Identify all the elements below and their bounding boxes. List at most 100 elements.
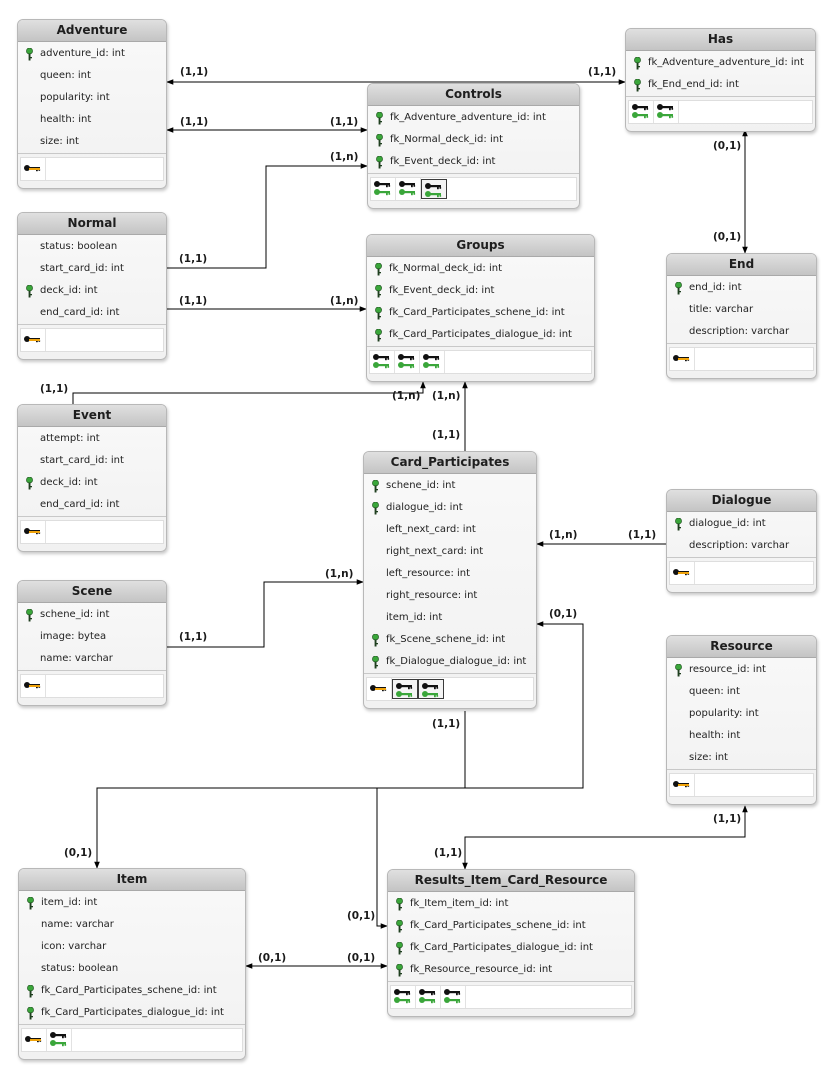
attribute-row[interactable]: fk_Card_Participates_dialogue_id: int — [19, 1002, 245, 1024]
attribute-row[interactable]: fk_Card_Participates_dialogue_id: int — [367, 324, 594, 346]
attribute-row[interactable]: fk_Normal_deck_id: int — [367, 258, 594, 280]
attribute-row[interactable]: start_card_id: int — [18, 258, 166, 280]
attribute-row[interactable]: description: varchar — [667, 321, 816, 343]
foreign-key-icon[interactable] — [371, 178, 396, 200]
foreign-key-icon[interactable] — [441, 986, 466, 1008]
cardinality-label: (1,1) — [40, 383, 69, 395]
attribute-row[interactable]: image: bytea — [18, 626, 166, 648]
attribute-row[interactable]: left_resource: int — [364, 563, 536, 585]
attribute-row[interactable]: icon: varchar — [19, 936, 245, 958]
foreign-key-icon-selected[interactable] — [392, 679, 418, 699]
attribute-row[interactable]: deck_id: int — [18, 472, 166, 494]
primary-key-icon[interactable] — [670, 774, 695, 796]
primary-key-icon[interactable] — [21, 158, 46, 180]
foreign-key-icon[interactable] — [416, 986, 441, 1008]
primary-key-icon[interactable] — [21, 329, 46, 351]
foreign-key-icon-selected[interactable] — [418, 679, 444, 699]
primary-key-icon[interactable] — [21, 675, 46, 697]
attribute-row[interactable]: fk_Event_deck_id: int — [367, 280, 594, 302]
attribute-row[interactable]: queen: int — [667, 681, 816, 703]
attribute-row[interactable]: dialogue_id: int — [667, 513, 816, 535]
attribute-row[interactable]: right_next_card: int — [364, 541, 536, 563]
attribute-row[interactable]: fk_Card_Participates_dialogue_id: int — [388, 937, 634, 959]
attribute-row[interactable]: fk_Adventure_adventure_id: int — [368, 107, 579, 129]
cardinality-label: (1,1) — [713, 813, 742, 825]
foreign-key-icon[interactable] — [391, 986, 416, 1008]
attribute-row[interactable]: resource_id: int — [667, 659, 816, 681]
attribute-row[interactable]: right_resource: int — [364, 585, 536, 607]
attribute-row[interactable]: fk_End_end_id: int — [626, 74, 815, 96]
attribute-row[interactable]: queen: int — [18, 65, 166, 87]
primary-key-icon[interactable] — [670, 562, 695, 584]
attribute-row[interactable]: fk_Card_Participates_schene_id: int — [19, 980, 245, 1002]
primary-key-icon[interactable] — [21, 521, 46, 543]
key-icon-bar — [669, 773, 814, 797]
attribute-row[interactable]: attempt: int — [18, 428, 166, 450]
foreign-key-icon[interactable] — [370, 351, 395, 373]
foreign-key-icon[interactable] — [396, 178, 421, 200]
foreign-key-icon[interactable] — [629, 101, 654, 123]
foreign-key-icon[interactable] — [395, 351, 420, 373]
attribute-row[interactable]: deck_id: int — [18, 280, 166, 302]
attribute-row[interactable]: size: int — [667, 747, 816, 769]
attribute-row[interactable]: end_card_id: int — [18, 302, 166, 324]
attribute-text: popularity: int — [40, 92, 110, 103]
attribute-text: end_card_id: int — [40, 499, 120, 510]
foreign-key-icon[interactable] — [654, 101, 679, 123]
attribute-text: fk_Event_deck_id: int — [390, 156, 496, 167]
attribute-row[interactable]: item_id: int — [364, 607, 536, 629]
attribute-row[interactable]: fk_Scene_schene_id: int — [364, 629, 536, 651]
attribute-row[interactable]: status: boolean — [18, 236, 166, 258]
cardinality-label: (1,1) — [434, 847, 463, 859]
attribute-row[interactable]: size: int — [18, 131, 166, 153]
attribute-row[interactable]: fk_Dialogue_dialogue_id: int — [364, 651, 536, 673]
attribute-row[interactable]: fk_Event_deck_id: int — [368, 151, 579, 173]
attribute-row[interactable]: start_card_id: int — [18, 450, 166, 472]
primary-key-icon[interactable] — [22, 1029, 47, 1051]
attribute-row[interactable]: fk_Card_Participates_schene_id: int — [367, 302, 594, 324]
primary-key-icon[interactable] — [670, 348, 695, 370]
foreign-key-icon[interactable] — [47, 1029, 72, 1051]
primary-key-icon[interactable] — [367, 678, 392, 700]
attribute-row[interactable]: left_next_card: int — [364, 519, 536, 541]
attribute-row[interactable]: fk_Resource_resource_id: int — [388, 959, 634, 981]
foreign-key-icon-selected[interactable] — [421, 179, 447, 199]
attribute-row[interactable]: item_id: int — [19, 892, 245, 914]
attribute-row[interactable]: name: varchar — [18, 648, 166, 670]
attribute-row[interactable]: status: boolean — [19, 958, 245, 980]
attribute-row[interactable]: fk_Normal_deck_id: int — [368, 129, 579, 151]
attribute-row[interactable]: fk_Card_Participates_schene_id: int — [388, 915, 634, 937]
attribute-row[interactable]: schene_id: int — [364, 475, 536, 497]
attribute-row[interactable]: title: varchar — [667, 299, 816, 321]
attribute-row[interactable]: end_card_id: int — [18, 494, 166, 516]
attribute-row[interactable]: popularity: int — [18, 87, 166, 109]
attribute-row[interactable]: health: int — [667, 725, 816, 747]
attribute-row[interactable]: dialogue_id: int — [364, 497, 536, 519]
attribute-text: schene_id: int — [386, 480, 456, 491]
attribute-row[interactable]: popularity: int — [667, 703, 816, 725]
attribute-row[interactable]: description: varchar — [667, 535, 816, 557]
attribute-text: fk_End_end_id: int — [648, 79, 739, 90]
attribute-row[interactable]: fk_Adventure_adventure_id: int — [626, 52, 815, 74]
cardinality-label: (0,1) — [64, 847, 93, 859]
attribute-row[interactable]: end_id: int — [667, 277, 816, 299]
foreign-key-icon[interactable] — [420, 351, 445, 373]
attribute-row[interactable]: name: varchar — [19, 914, 245, 936]
attribute-row[interactable]: adventure_id: int — [18, 43, 166, 65]
attribute-row[interactable]: schene_id: int — [18, 604, 166, 626]
attribute-row[interactable]: health: int — [18, 109, 166, 131]
attribute-row[interactable]: fk_Item_item_id: int — [388, 893, 634, 915]
